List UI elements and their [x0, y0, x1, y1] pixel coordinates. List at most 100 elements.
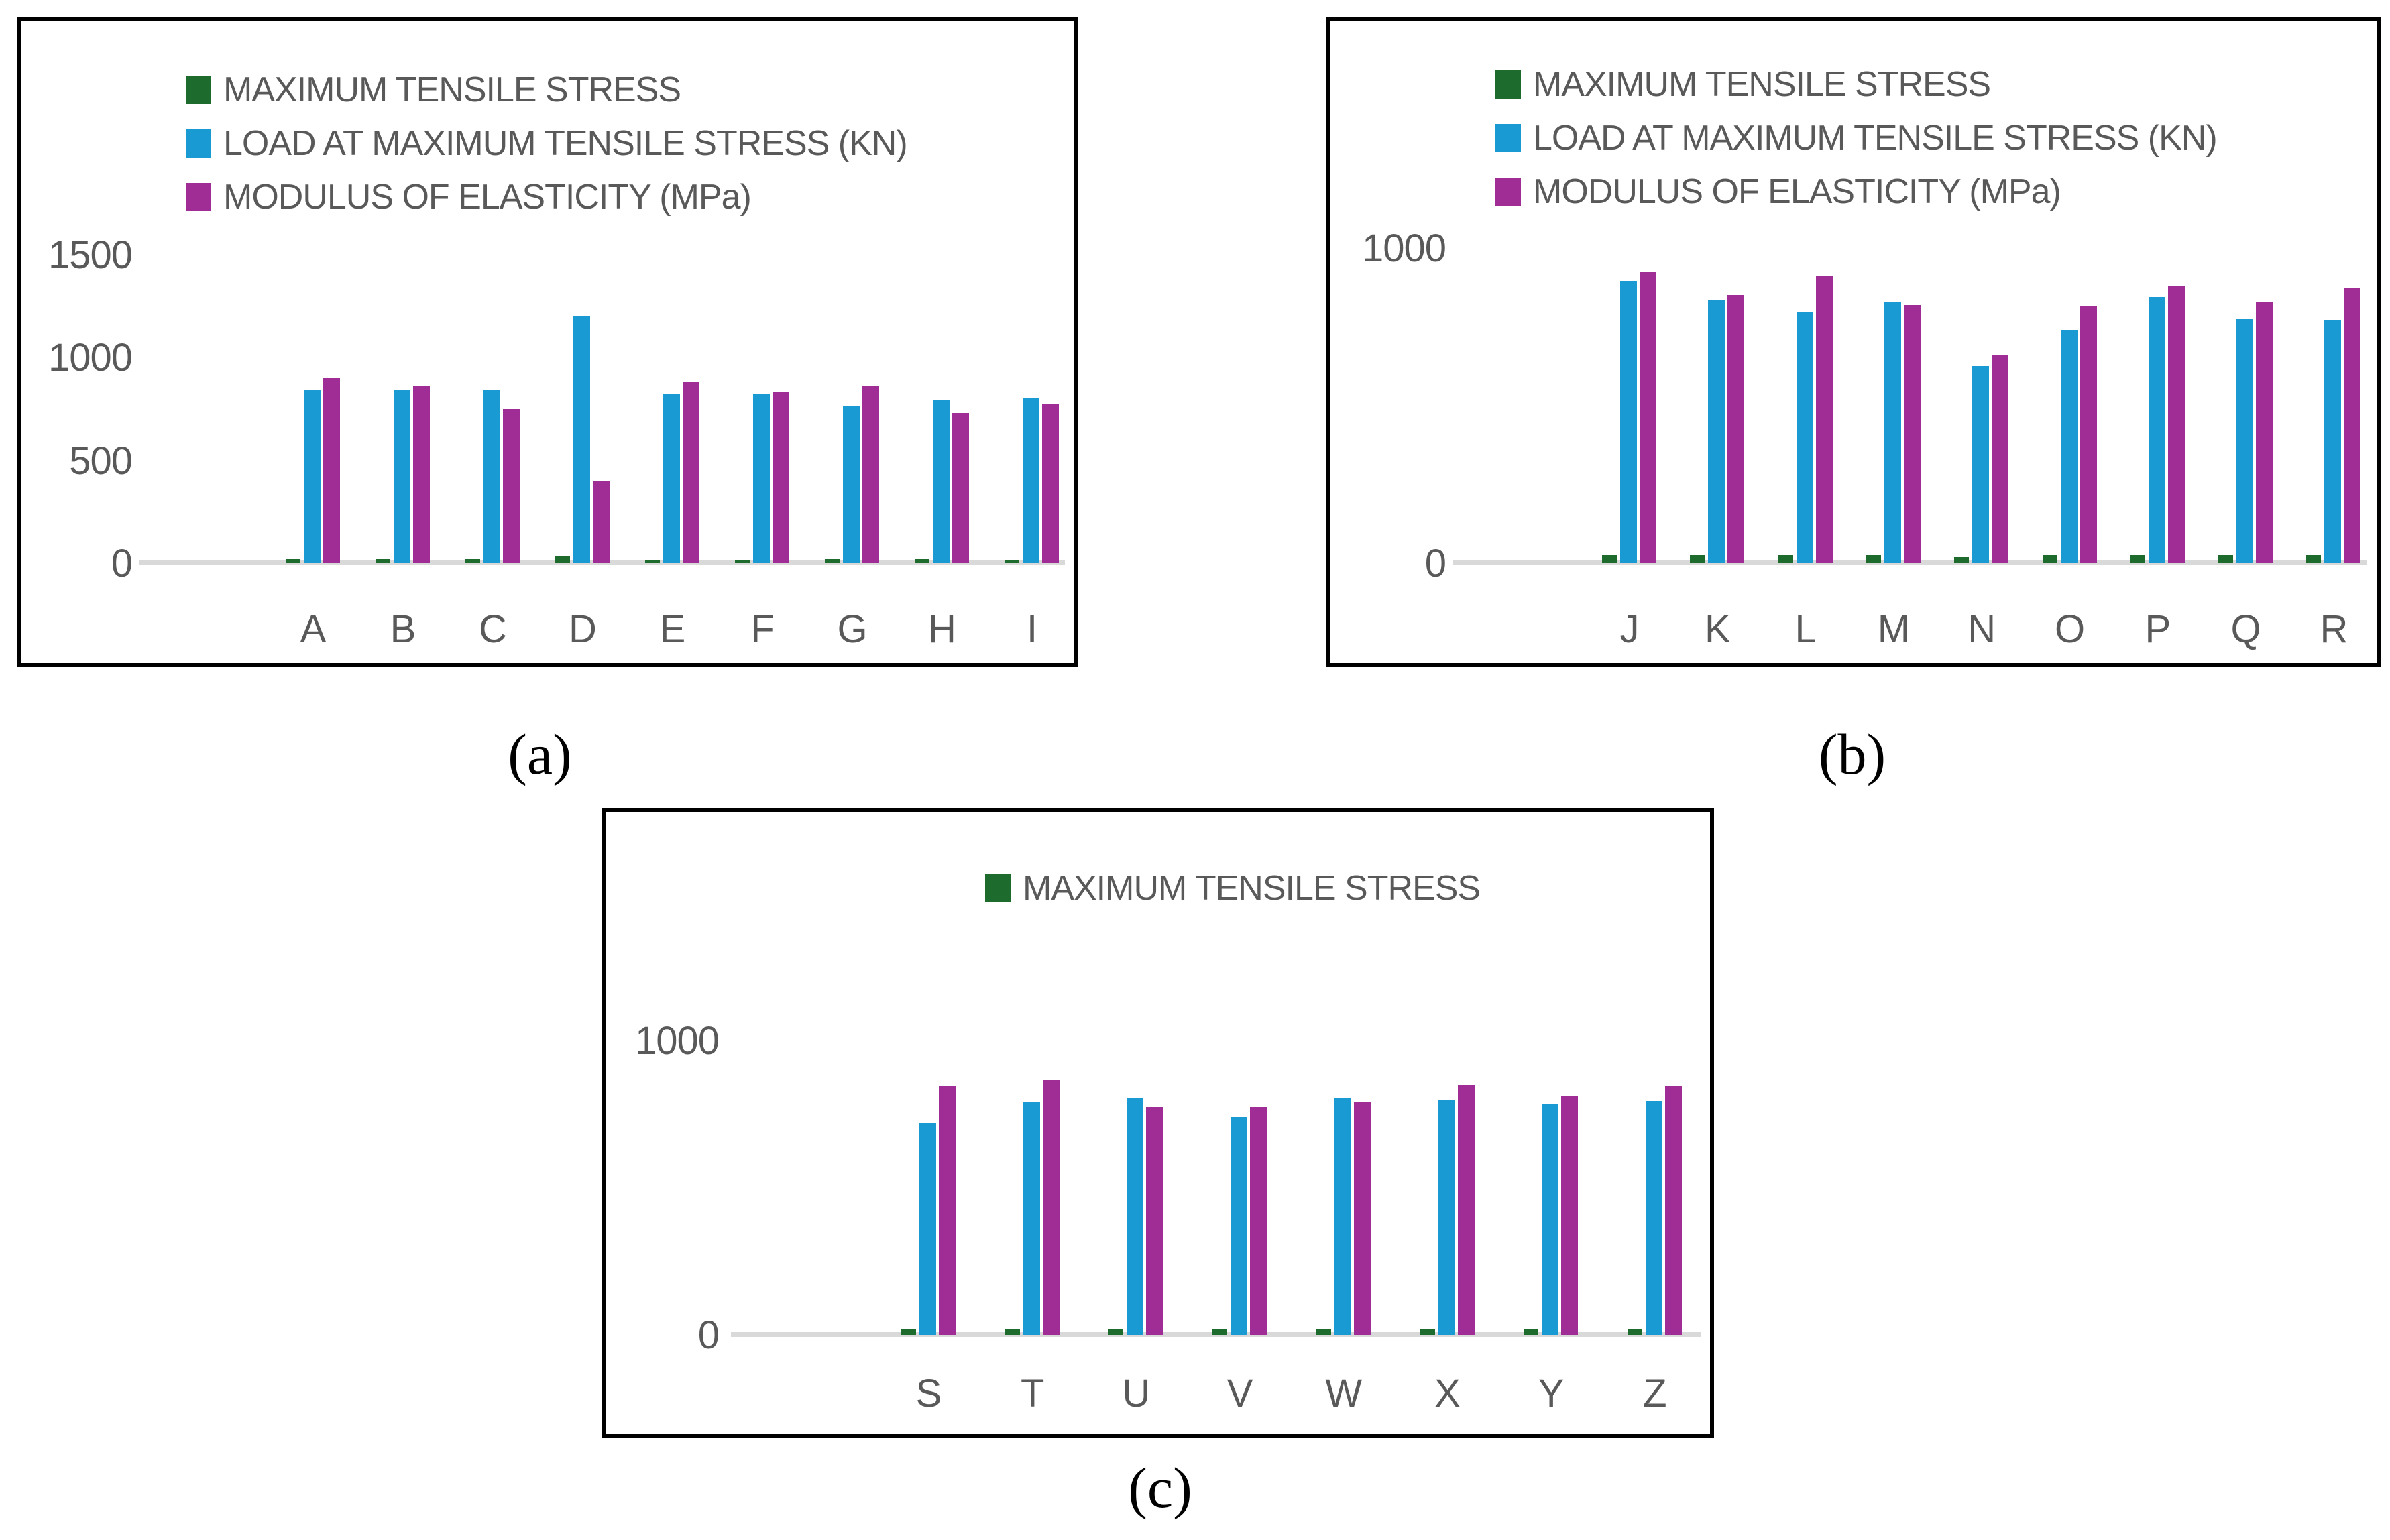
- legend-item-max_tensile_stress: MAXIMUM TENSILE STRESS: [985, 862, 1481, 915]
- plot-area-b: MAXIMUM TENSILE STRESS LOAD AT MAXIMUM TE…: [1330, 21, 2377, 663]
- y-tick-label-c-0: 0: [697, 1313, 720, 1357]
- y-tick-label-a-500: 500: [69, 439, 133, 483]
- bar-modulus_of_elasticity-C: [503, 409, 520, 563]
- bar-modulus_of_elasticity-D: [593, 481, 610, 563]
- bar-max_tensile_stress-B: [376, 559, 390, 563]
- x-category-label-Z: Z: [1643, 1372, 1667, 1415]
- bar-max_tensile_stress-S: [901, 1329, 916, 1335]
- bar-load_at_max_tensile_stress-H: [933, 400, 950, 563]
- bar-load_at_max_tensile_stress-I: [1023, 398, 1039, 563]
- bar-modulus_of_elasticity-M: [1904, 305, 1921, 563]
- y-tick-label-c-1000: 1000: [634, 1019, 720, 1063]
- bar-max_tensile_stress-K: [1690, 555, 1705, 563]
- x-category-label-X: X: [1434, 1372, 1461, 1415]
- bar-max_tensile_stress-E: [645, 560, 660, 563]
- legend-swatch-load_at_max_tensile_stress: [1495, 124, 1521, 152]
- legend-b: MAXIMUM TENSILE STRESS LOAD AT MAXIMUM TE…: [1495, 58, 2218, 219]
- bar-modulus_of_elasticity-B: [413, 386, 430, 563]
- bar-modulus_of_elasticity-T: [1043, 1080, 1060, 1335]
- x-category-label-O: O: [2054, 607, 2086, 651]
- legend-label-max_tensile_stress: MAXIMUM TENSILE STRESS: [1023, 869, 1481, 908]
- legend-swatch-max_tensile_stress: [1495, 70, 1521, 99]
- bar-max_tensile_stress-O: [2043, 555, 2057, 563]
- bar-max_tensile_stress-G: [825, 559, 840, 563]
- bar-load_at_max_tensile_stress-U: [1127, 1098, 1143, 1335]
- x-category-label-P: P: [2145, 607, 2171, 651]
- bar-load_at_max_tensile_stress-L: [1797, 312, 1813, 563]
- bar-modulus_of_elasticity-E: [683, 382, 699, 563]
- bar-load_at_max_tensile_stress-Z: [1646, 1101, 1662, 1335]
- bar-load_at_max_tensile_stress-F: [753, 394, 770, 563]
- x-category-label-M: M: [1877, 607, 1911, 651]
- bar-modulus_of_elasticity-V: [1250, 1107, 1267, 1335]
- bar-load_at_max_tensile_stress-N: [1972, 366, 1989, 563]
- bar-max_tensile_stress-C: [465, 559, 480, 563]
- bar-modulus_of_elasticity-N: [1992, 355, 2008, 563]
- bar-modulus_of_elasticity-X: [1458, 1085, 1475, 1335]
- bar-load_at_max_tensile_stress-T: [1023, 1102, 1040, 1335]
- bar-load_at_max_tensile_stress-W: [1334, 1098, 1351, 1335]
- chart-panel-b: MAXIMUM TENSILE STRESS LOAD AT MAXIMUM TE…: [1326, 17, 2381, 667]
- x-category-label-U: U: [1122, 1372, 1151, 1415]
- bar-load_at_max_tensile_stress-V: [1231, 1117, 1247, 1335]
- bar-max_tensile_stress-Y: [1524, 1329, 1538, 1335]
- legend-label-modulus_of_elasticity: MODULUS OF ELASTICITY (MPa): [1533, 172, 2061, 211]
- legend-label-max_tensile_stress: MAXIMUM TENSILE STRESS: [1533, 65, 1991, 104]
- x-category-label-Y: Y: [1538, 1372, 1564, 1415]
- y-tick-label-a-1000: 1000: [48, 336, 133, 379]
- bar-load_at_max_tensile_stress-G: [843, 406, 860, 563]
- bar-load_at_max_tensile_stress-X: [1438, 1100, 1455, 1335]
- x-category-label-G: G: [837, 607, 868, 651]
- legend-swatch-modulus_of_elasticity: [186, 183, 211, 211]
- x-category-label-W: W: [1325, 1372, 1363, 1415]
- x-category-label-J: J: [1619, 607, 1640, 651]
- x-category-label-K: K: [1704, 607, 1731, 651]
- bar-load_at_max_tensile_stress-C: [483, 390, 500, 563]
- bar-load_at_max_tensile_stress-R: [2324, 320, 2341, 563]
- bar-load_at_max_tensile_stress-M: [1884, 302, 1901, 563]
- caption-c: (c): [1128, 1456, 1192, 1520]
- x-category-label-I: I: [1026, 607, 1038, 651]
- bar-max_tensile_stress-Z: [1628, 1329, 1642, 1335]
- x-category-label-S: S: [915, 1372, 942, 1415]
- bar-load_at_max_tensile_stress-Q: [2236, 319, 2253, 563]
- bar-modulus_of_elasticity-P: [2168, 286, 2185, 563]
- legend-item-load_at_max_tensile_stress: LOAD AT MAXIMUM TENSILE STRESS (KN): [186, 117, 908, 170]
- bar-max_tensile_stress-I: [1005, 560, 1019, 563]
- legend-item-load_at_max_tensile_stress: LOAD AT MAXIMUM TENSILE STRESS (KN): [1495, 111, 2218, 165]
- legend-item-modulus_of_elasticity: MODULUS OF ELASTICITY (MPa): [1495, 165, 2217, 219]
- legend-item-max_tensile_stress: MAXIMUM TENSILE STRESS: [1495, 58, 2217, 111]
- x-category-label-A: A: [300, 607, 327, 651]
- bar-modulus_of_elasticity-K: [1727, 295, 1744, 563]
- bar-load_at_max_tensile_stress-Y: [1542, 1104, 1558, 1335]
- legend-label-load_at_max_tensile_stress: LOAD AT MAXIMUM TENSILE STRESS (KN): [1533, 119, 2218, 158]
- bar-modulus_of_elasticity-A: [323, 378, 340, 563]
- bar-modulus_of_elasticity-Y: [1561, 1096, 1578, 1335]
- bar-modulus_of_elasticity-H: [952, 413, 969, 563]
- x-category-label-F: F: [750, 607, 775, 651]
- x-category-label-Q: Q: [2230, 607, 2261, 651]
- bar-max_tensile_stress-V: [1212, 1329, 1227, 1335]
- x-category-label-T: T: [1020, 1372, 1045, 1415]
- bar-max_tensile_stress-Q: [2218, 555, 2233, 563]
- bar-max_tensile_stress-U: [1108, 1329, 1123, 1335]
- bar-modulus_of_elasticity-R: [2344, 288, 2360, 563]
- legend-item-modulus_of_elasticity: MODULUS OF ELASTICITY (MPa): [186, 170, 907, 224]
- caption-a: (a): [508, 722, 572, 786]
- bar-max_tensile_stress-M: [1866, 555, 1881, 563]
- x-category-label-C: C: [479, 607, 507, 651]
- x-category-label-V: V: [1227, 1372, 1253, 1415]
- bar-load_at_max_tensile_stress-P: [2149, 297, 2165, 563]
- bar-max_tensile_stress-X: [1420, 1329, 1435, 1335]
- bar-max_tensile_stress-N: [1954, 557, 1969, 563]
- bar-max_tensile_stress-P: [2130, 555, 2145, 563]
- bar-max_tensile_stress-L: [1778, 555, 1793, 563]
- bar-load_at_max_tensile_stress-S: [919, 1123, 936, 1335]
- x-category-label-R: R: [2320, 607, 2348, 651]
- bar-load_at_max_tensile_stress-K: [1708, 300, 1725, 563]
- bar-max_tensile_stress-D: [555, 556, 570, 563]
